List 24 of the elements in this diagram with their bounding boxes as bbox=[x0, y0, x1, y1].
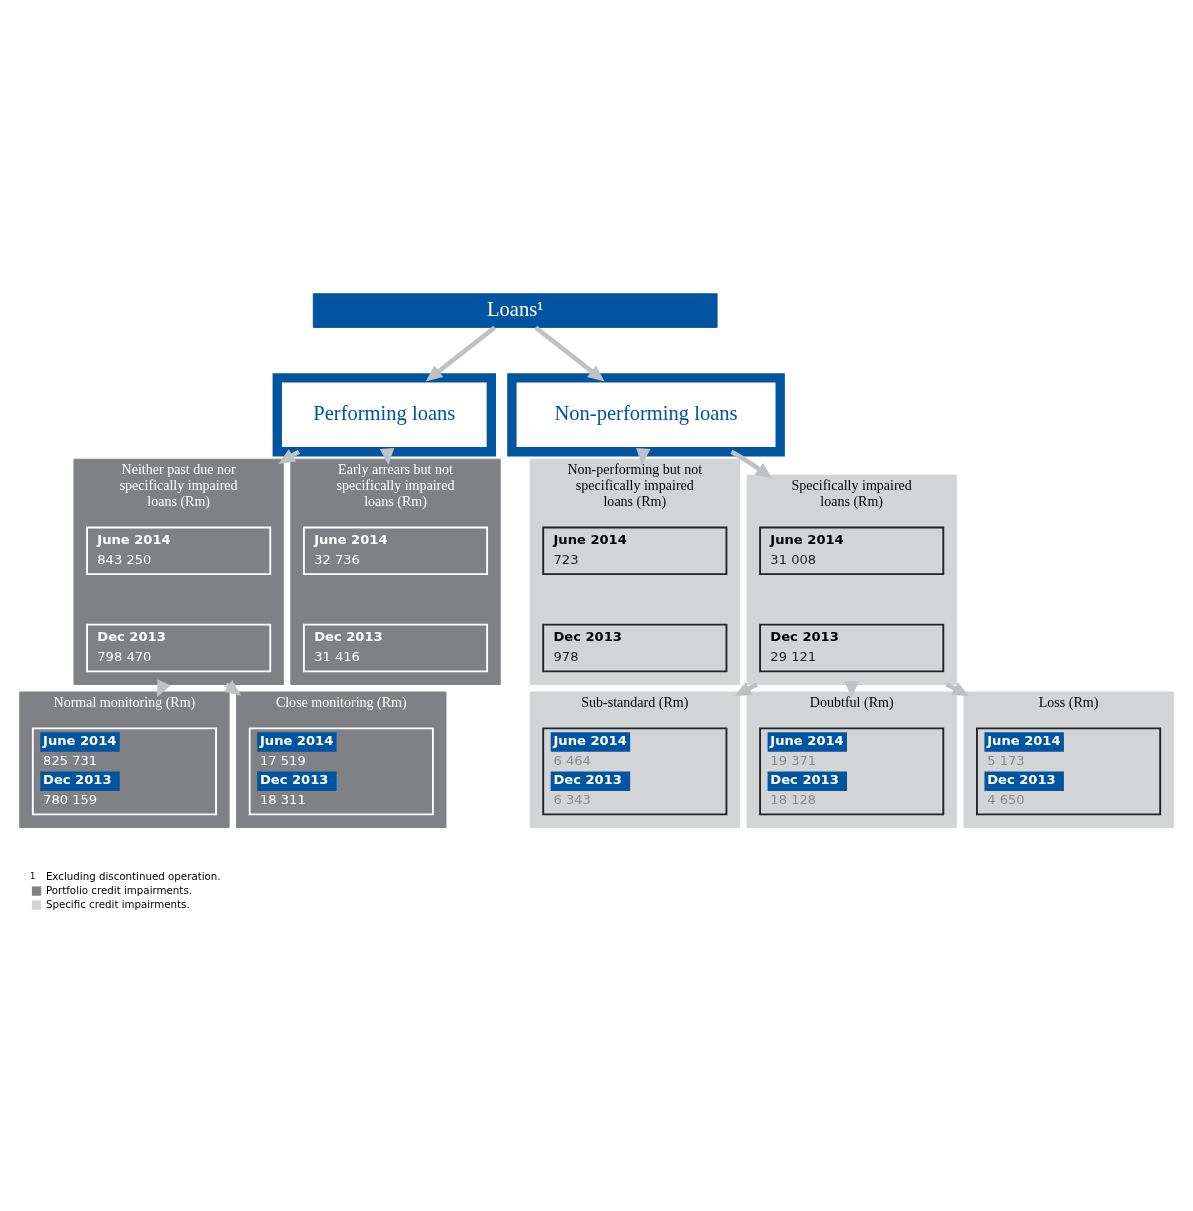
arrow bbox=[636, 447, 651, 465]
node-box: Dec 2013 31 416 bbox=[302, 623, 489, 673]
node-box: Loans¹ bbox=[312, 293, 718, 328]
label: Excluding discontinued operation. bbox=[45, 869, 221, 882]
node-box: Dec 2013 29 121 bbox=[759, 623, 945, 673]
node-box: June 2014 17 519 Dec 2013 18 311 bbox=[248, 727, 434, 816]
node-box: June 2014 6 464 Dec 2013 6 343 bbox=[542, 727, 728, 816]
node-box: June 2014 825 731 Dec 2013 780 159 bbox=[31, 727, 217, 816]
arrow bbox=[730, 449, 773, 479]
node-box: Non-performing loans bbox=[507, 373, 785, 457]
node-box: Dec 2013 978 bbox=[542, 623, 728, 673]
legend-label: Specific credit impairments. bbox=[45, 897, 190, 910]
arrow bbox=[425, 325, 497, 382]
node-box: June 2014 19 371 Dec 2013 18 128 bbox=[759, 727, 945, 816]
node-box: June 2014 723 bbox=[542, 526, 728, 576]
node-box: Dec 2013 798 470 bbox=[86, 623, 272, 673]
node-box: June 2014 843 250 bbox=[86, 526, 272, 576]
legend-label: Portfolio credit impairments. bbox=[45, 883, 193, 896]
node-box: June 2014 31 008 bbox=[759, 526, 945, 576]
node-box: June 2014 5 173 Dec 2013 4 650 bbox=[976, 727, 1162, 816]
arrow bbox=[534, 325, 605, 382]
label: 1 bbox=[30, 871, 36, 882]
arrow bbox=[379, 447, 395, 465]
node-box: June 2014 32 736 bbox=[302, 526, 489, 576]
